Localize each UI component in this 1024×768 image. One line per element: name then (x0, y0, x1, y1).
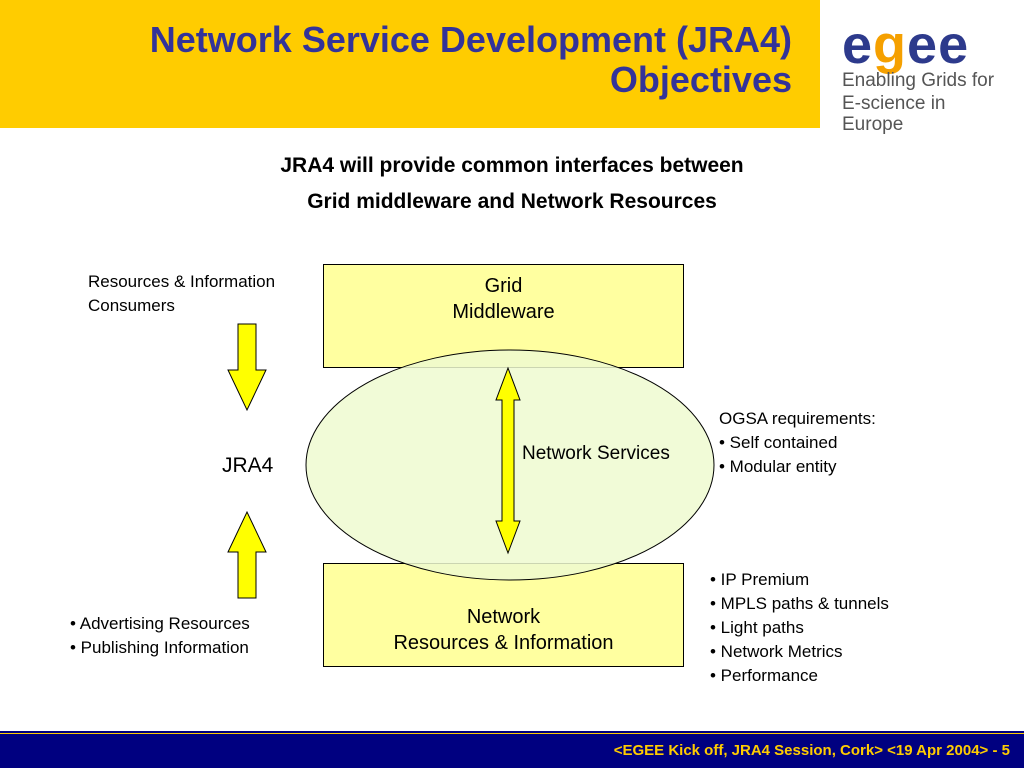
double-arrow (495, 366, 521, 555)
list-item: • Publishing Information (70, 638, 249, 657)
logo-wordmark: egee (842, 15, 970, 75)
grid-box-line-1: Grid (484, 275, 523, 297)
egee-logo: egee Enabling Grids for E-science in Eur… (842, 15, 1012, 135)
logo-tagline-1: Enabling Grids for (842, 70, 995, 91)
down-arrow (227, 323, 267, 412)
slide-title: Network Service Development (JRA4) Objec… (12, 20, 792, 100)
network-services-label: Network Services (522, 443, 670, 464)
logo-tagline-2: E-science in Europe (842, 93, 946, 135)
title-line-1: Network Service Development (JRA4) (149, 19, 792, 60)
consumers-line-2: Consumers (88, 296, 175, 315)
ogsa-requirements: OGSA requirements: • Self contained • Mo… (719, 407, 876, 479)
producers-bullets: • Advertising Resources • Publishing Inf… (70, 612, 250, 660)
subtitle-line-1: JRA4 will provide common interfaces betw… (280, 154, 744, 177)
network-resources-box: Network Resources & Information (323, 563, 684, 667)
ogsa-heading: OGSA requirements: (719, 409, 876, 428)
jra4-label: JRA4 (222, 454, 274, 477)
list-item: • MPLS paths & tunnels (710, 594, 889, 613)
network-box-line-2: Resources & Information (393, 632, 614, 654)
network-box-line-1: Network (466, 606, 541, 628)
consumers-line-1: Resources & Information (88, 272, 276, 291)
list-item: • Advertising Resources (70, 614, 250, 633)
title-line-2: Objectives (609, 59, 792, 100)
footer-rule (0, 733, 1024, 734)
up-arrow (227, 510, 267, 599)
subtitle-line-2: Grid middleware and Network Resources (307, 190, 717, 213)
list-item: • Light paths (710, 618, 804, 637)
list-item: • Self contained (719, 433, 838, 452)
footer-text: <EGEE Kick off, JRA4 Session, Cork> <19 … (613, 742, 1010, 759)
list-item: • Performance (710, 666, 818, 685)
footer-bar (0, 731, 1024, 768)
list-item: • Modular entity (719, 457, 837, 476)
network-bullets: • IP Premium • MPLS paths & tunnels • Li… (710, 568, 889, 688)
grid-box-line-2: Middleware (452, 301, 555, 323)
list-item: • IP Premium (710, 570, 810, 589)
list-item: • Network Metrics (710, 642, 843, 661)
header-band (0, 0, 820, 128)
consumers-label: Resources & Information Consumers (88, 270, 275, 318)
